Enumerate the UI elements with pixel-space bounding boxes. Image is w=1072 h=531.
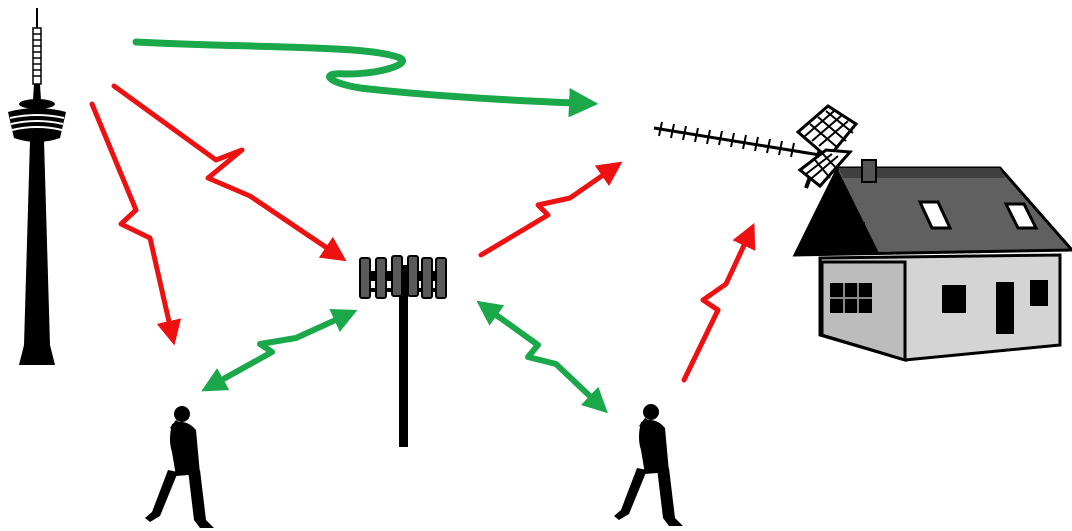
cell-tower-icon <box>359 255 447 447</box>
house-gable-window <box>851 222 865 248</box>
tower-pod-bands <box>9 114 65 131</box>
interference-arrow-person-to-house <box>681 222 756 383</box>
cell-tower-frame-lower <box>366 288 444 292</box>
house-skylight <box>1003 202 1039 230</box>
cell-panel <box>421 257 433 299</box>
cell-tower-pole <box>399 265 408 447</box>
cell-tower-frame <box>366 271 444 281</box>
house-window-right <box>1030 280 1048 306</box>
tower-pod-top <box>19 99 55 109</box>
communication-arrow-cell-person-right <box>476 300 608 414</box>
person-torso <box>639 420 669 474</box>
tower-antenna-hatching <box>33 33 41 77</box>
walking-person-phone-icon <box>145 406 214 528</box>
yagi-antenna-icon <box>653 104 859 189</box>
interference-arrow-tower-to-person <box>89 101 182 346</box>
tower-shaft <box>19 140 55 365</box>
antenna-elements <box>658 121 795 158</box>
person-head <box>174 406 190 422</box>
tower-upper-shaft <box>33 84 41 100</box>
person-legs <box>614 468 683 526</box>
cell-panel <box>407 255 419 297</box>
house-skylight <box>917 200 953 230</box>
house-window-mid <box>942 285 966 313</box>
cell-panel <box>391 255 403 297</box>
house-door <box>996 282 1014 334</box>
person-legs <box>145 470 214 528</box>
interference-arrow-tower-to-cell <box>111 83 347 262</box>
antenna-reflector-upper <box>795 104 859 161</box>
communication-arrow-person-cell-left <box>201 309 358 392</box>
communication-arrow-tower-to-house <box>132 38 599 118</box>
person-head <box>643 404 659 420</box>
cell-panel <box>359 257 371 299</box>
interference-arrow-cell-to-antenna <box>478 161 623 258</box>
antenna-reflector-lower-grid <box>805 153 839 179</box>
cell-panel <box>435 257 447 299</box>
house-roof-ridge <box>838 168 1005 178</box>
antenna-reflector-upper-grid <box>804 110 854 149</box>
house-icon <box>792 159 1072 363</box>
antenna-boom <box>653 126 827 158</box>
house-gable-window <box>830 222 844 248</box>
cell-panel <box>375 257 387 299</box>
house-chimney <box>861 159 877 183</box>
walking-person-phone-icon <box>614 404 683 526</box>
tower-pod <box>8 108 66 142</box>
house-window-left-mullions <box>830 283 872 313</box>
person-torso <box>170 422 200 476</box>
tv-tower-icon <box>8 8 66 365</box>
